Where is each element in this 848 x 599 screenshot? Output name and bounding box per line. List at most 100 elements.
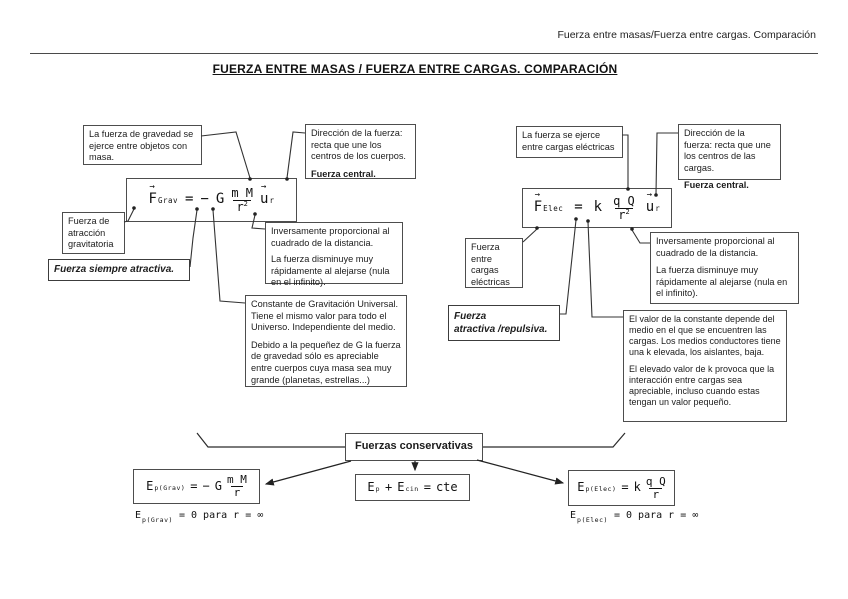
line-attr-repulsive-to-sign: [560, 219, 577, 315]
elec-nature-note: Fuerza entre cargas eléctricas: [465, 238, 523, 288]
coulomb-constant: k: [593, 199, 603, 216]
note-text: Constante de Gravitación Universal. Tien…: [251, 299, 399, 333]
elec-constant-note: El valor de la constante depende del med…: [623, 310, 787, 422]
note-text-bold: Fuerzas conservativas: [354, 440, 473, 453]
line-gravorigin-to-mM: [200, 131, 251, 179]
note-text: El elevado valor de k provoca que la int…: [629, 363, 775, 407]
formula-token: = 0 para r = ∞: [613, 510, 699, 521]
formula-token: r: [236, 199, 244, 214]
formula-subscript: p: [375, 484, 380, 493]
minus-sign: −: [202, 478, 210, 493]
brace-left: [196, 432, 345, 448]
fraction-numerator: m M: [226, 473, 247, 487]
formula-subscript: p(Grav): [142, 516, 173, 524]
vector-arrow: →: [646, 190, 653, 201]
vector-arrow: →: [261, 182, 267, 193]
arrow-to-ep-elec: [476, 459, 565, 485]
fraction-numerator: q Q: [645, 474, 666, 488]
note-text: Fuerza entre cargas eléctricas: [471, 242, 510, 287]
elec-direction-note: Dirección de la fuerza: recta que une lo…: [678, 124, 781, 190]
grav-constant-note: Constante de Gravitación Universal. Tien…: [245, 295, 407, 387]
line-gravdirection-to-ur: [286, 131, 306, 179]
note-text: Inversamente proporcional al cuadrado de…: [656, 236, 775, 258]
formula-token: E: [570, 510, 577, 521]
formula-token: = 0 para r = ∞: [178, 510, 264, 521]
formula-token: u: [260, 191, 269, 208]
fraction-denominator: r2: [233, 199, 251, 214]
note-text-bold: Fuerza central.: [311, 168, 376, 179]
fraction-denominator: r2: [615, 207, 633, 222]
note-text: Inversamente proporcional al cuadrado de…: [271, 226, 390, 248]
vector-arrow: →: [149, 182, 155, 193]
formula-token: u: [645, 199, 655, 216]
elec-origin-note: La fuerza se ejerce entre cargas eléctri…: [516, 126, 623, 158]
fraction-denominator: r: [649, 487, 663, 501]
formula-subscript: p(Elec): [585, 485, 617, 494]
formula-subscript: p(Grav): [154, 483, 186, 492]
line-kvalue-to-k: [587, 221, 623, 318]
formula-token: F: [148, 191, 157, 208]
ep-grav-zero-condition: Ep(Grav) = 0 para r = ∞: [135, 510, 264, 524]
grav-origin-note: La fuerza de gravedad se ejerce entre ob…: [83, 125, 202, 165]
formula-subscript: r: [655, 204, 661, 214]
note-text: Fuerza de atracción gravitatoria: [68, 216, 114, 250]
formula-subscript: r: [269, 196, 275, 206]
minus-sign: −: [200, 191, 209, 208]
note-text: Dirección de la fuerza: recta que une lo…: [311, 128, 406, 162]
vector-arrow: →: [534, 190, 541, 201]
line-elecnature-to-F: [522, 228, 538, 243]
line-constant-to-G: [212, 209, 246, 304]
gravitation-constant: G: [214, 478, 222, 493]
elec-attractive-repulsive-note: Fuerza atractiva /repulsiva.: [448, 305, 560, 341]
plus-sign: +: [385, 479, 393, 494]
exponent: 2: [625, 207, 630, 216]
formula-token: E: [135, 510, 142, 521]
note-text: La fuerza disminuye muy rápidamente al a…: [271, 254, 390, 288]
formula-token: E: [577, 480, 585, 495]
formula-token: E: [397, 479, 405, 494]
formula-token: r: [618, 207, 626, 222]
formula-token: cte: [435, 479, 458, 494]
equals-sign: =: [185, 191, 194, 208]
brace-right: [483, 432, 626, 448]
fraction-numerator: m M: [231, 185, 254, 200]
note-text: La fuerza de gravedad se ejerce entre ob…: [89, 129, 194, 163]
note-text: El valor de la constante depende del med…: [629, 314, 781, 357]
arrow-to-ep-grav: [264, 460, 352, 486]
grav-direction-note: Dirección de la fuerza: recta que une lo…: [305, 124, 416, 179]
line-elecinverse-to-r2: [631, 229, 650, 244]
elec-inverse-square-note: Inversamente proporcional al cuadrado de…: [650, 232, 799, 304]
running-header: Fuerza entre masas/Fuerza entre cargas. …: [557, 29, 816, 41]
formula-token: F: [533, 199, 543, 216]
header-rule: [30, 53, 818, 54]
note-text-bold: Fuerza central.: [684, 180, 749, 191]
conservative-forces-box: Fuerzas conservativas: [345, 433, 483, 461]
note-text-bold: Fuerza siempre atractiva.: [54, 264, 175, 276]
equals-sign: =: [190, 478, 198, 493]
coulomb-constant: k: [633, 480, 641, 495]
equals-sign: =: [423, 479, 431, 494]
formula-token: E: [146, 478, 154, 493]
equals-sign: =: [621, 480, 629, 495]
note-text: La fuerza se ejerce entre cargas eléctri…: [522, 130, 615, 152]
